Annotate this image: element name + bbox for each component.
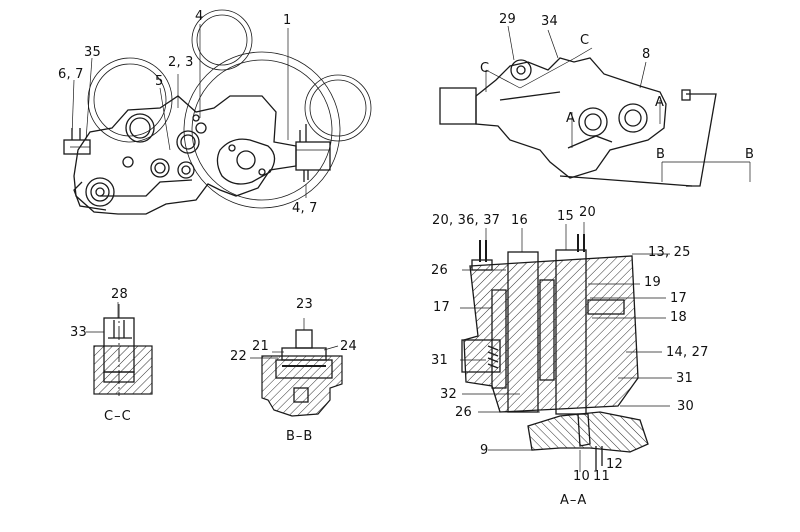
caption-c-c: C–C	[104, 409, 132, 424]
label-24: 24	[340, 339, 357, 354]
label-9: 9	[480, 443, 489, 458]
label-18: 18	[670, 310, 687, 325]
label-21: 21	[252, 339, 269, 354]
label-26-bottom: 26	[455, 405, 472, 420]
side-view	[439, 25, 751, 187]
label-30: 30	[677, 399, 694, 414]
label-2-3: 2, 3	[168, 55, 194, 70]
label-23: 23	[296, 297, 313, 312]
label-11: 11	[593, 469, 610, 484]
label-33: 33	[70, 325, 87, 340]
section-a-a	[460, 222, 672, 472]
label-4: 4	[195, 9, 204, 24]
label-28: 28	[111, 287, 128, 302]
label-34: 34	[541, 14, 558, 29]
label-13-25: 13, 25	[648, 245, 691, 260]
label-19: 19	[644, 275, 661, 290]
label-17-right: 17	[670, 291, 687, 306]
label-10: 10	[573, 469, 590, 484]
cut-mark-a-right: A	[655, 95, 665, 110]
label-5: 5	[155, 74, 164, 89]
label-1: 1	[283, 13, 292, 28]
label-8: 8	[642, 47, 651, 62]
label-31-left: 31	[431, 353, 448, 368]
label-20: 20	[579, 205, 596, 220]
label-4-7: 4, 7	[292, 201, 318, 216]
label-26-top: 26	[431, 263, 448, 278]
label-15: 15	[557, 209, 574, 224]
label-35: 35	[84, 45, 101, 60]
label-29: 29	[499, 12, 516, 27]
label-32: 32	[440, 387, 457, 402]
label-14-27: 14, 27	[666, 345, 709, 360]
cut-mark-a-left: A	[566, 111, 576, 126]
label-16: 16	[511, 213, 528, 228]
cut-mark-c-right: C	[580, 33, 590, 48]
label-31-right: 31	[676, 371, 693, 386]
caption-a-a: A–A	[560, 493, 588, 508]
cut-mark-c-left: C	[480, 61, 490, 76]
label-22: 22	[230, 349, 247, 364]
label-20-36-37: 20, 36, 37	[432, 213, 501, 228]
cut-mark-b-right: B	[745, 147, 755, 162]
label-17-left: 17	[433, 300, 450, 315]
label-6-7: 6, 7	[58, 67, 84, 82]
cut-mark-b-left: B	[656, 147, 666, 162]
section-b-b	[250, 318, 343, 417]
caption-b-b: B–B	[286, 429, 314, 444]
section-c-c	[86, 302, 153, 396]
front-view	[63, 9, 372, 215]
label-12: 12	[606, 457, 623, 472]
